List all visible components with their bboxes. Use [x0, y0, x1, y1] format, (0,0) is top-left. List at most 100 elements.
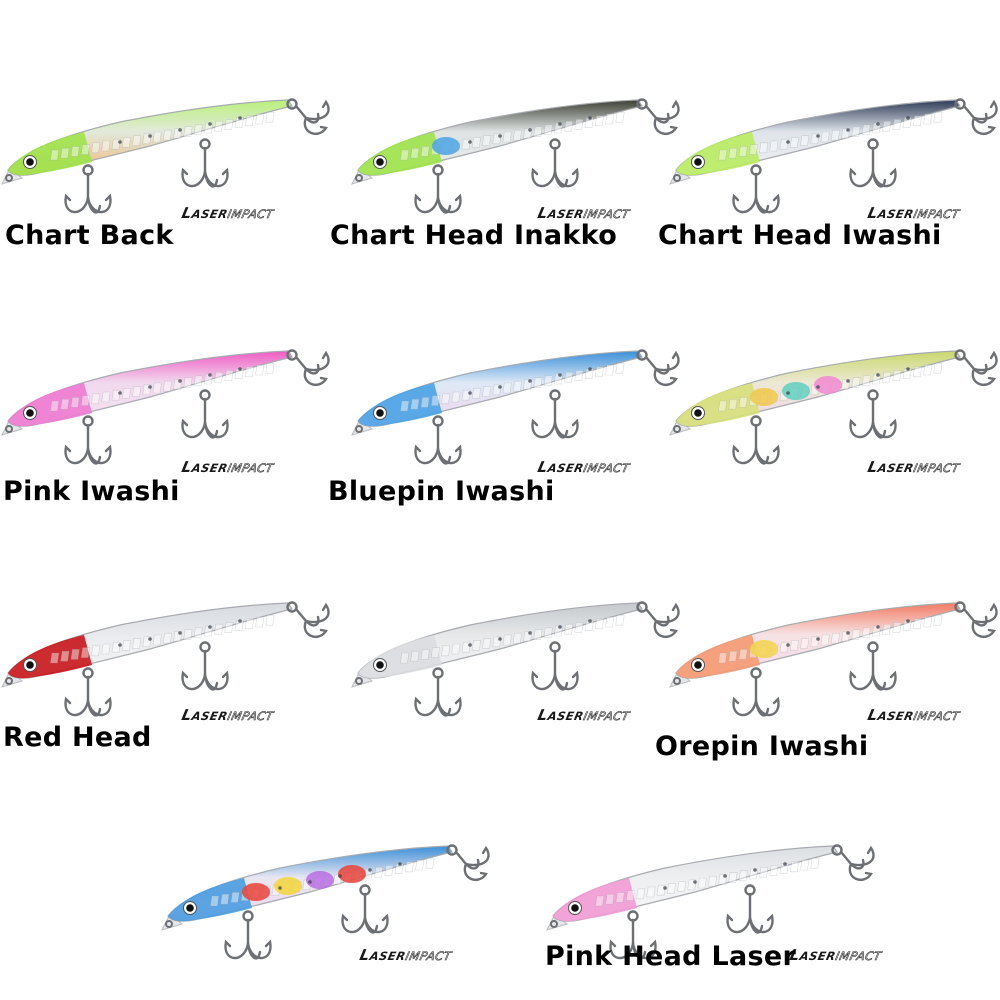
- laser-scale: [923, 113, 933, 125]
- lure-pink-iwashi: [1, 349, 330, 465]
- lateral-dot: [308, 880, 312, 884]
- lure-head: [168, 878, 252, 922]
- lateral-dot: [238, 116, 242, 120]
- tail-hook-icon: [954, 349, 998, 386]
- laser-scale: [255, 616, 265, 628]
- laser-scale: [533, 126, 543, 137]
- laser-scale: [152, 634, 162, 646]
- laser-scale: [769, 865, 779, 876]
- lateral-dot: [468, 391, 472, 395]
- laser-scale: [861, 124, 871, 136]
- tail-hook-icon: [954, 601, 998, 638]
- laser-scale: [183, 126, 193, 137]
- laser-scale: [183, 629, 193, 640]
- lure-head: [676, 383, 760, 427]
- lateral-dot: [118, 391, 122, 395]
- line-eye-icon: [673, 174, 681, 182]
- laser-scale: [800, 638, 810, 649]
- brand-logo: LASERIMPACT: [866, 706, 961, 724]
- lateral-dot: [238, 367, 242, 371]
- laser-scale: [265, 111, 275, 123]
- laser-scale: [738, 870, 748, 882]
- laser-scale: [162, 129, 172, 141]
- laser-scale: [193, 627, 203, 639]
- laser-scale: [451, 391, 461, 403]
- lure-head: [358, 132, 442, 176]
- treble-hook-icon: [531, 641, 579, 691]
- lateral-dot: [178, 379, 182, 383]
- treble-hook-icon: [726, 884, 774, 934]
- lateral-dot: [876, 625, 880, 629]
- laser-scale: [101, 140, 111, 152]
- laser-scale: [605, 113, 615, 125]
- laser-scale: [738, 397, 748, 408]
- laser-scale: [759, 142, 769, 154]
- laser-scale: [152, 382, 162, 394]
- laser-scale: [101, 643, 111, 655]
- laser-scale: [91, 142, 101, 154]
- laser-scale: [162, 380, 172, 392]
- treble-hook-icon: [849, 138, 897, 188]
- laser-scale: [830, 632, 840, 644]
- laser-scale: [224, 370, 234, 381]
- laser-scale: [625, 890, 635, 901]
- tail-hook-icon: [286, 601, 330, 638]
- laser-scale: [677, 881, 687, 892]
- laser-scale: [512, 632, 522, 644]
- laser-scale: [738, 649, 748, 660]
- lure-head: [553, 878, 637, 922]
- laser-scale: [255, 364, 265, 376]
- laser-scale: [533, 377, 543, 388]
- laser-scale: [410, 398, 420, 410]
- treble-hook-icon: [531, 389, 579, 439]
- tail-hook-icon: [446, 844, 490, 881]
- laser-scale: [244, 618, 254, 630]
- tail-hook-icon: [636, 601, 680, 638]
- laser-scale: [70, 146, 80, 157]
- lure-name-label: Pink Head Laser: [545, 941, 797, 972]
- laser-scale: [430, 395, 440, 406]
- laser-scale: [80, 647, 90, 658]
- laser-scale: [255, 113, 265, 125]
- laser-scale: [132, 135, 142, 146]
- lateral-dot: [468, 140, 472, 144]
- lateral-dot: [876, 373, 880, 377]
- brand-logo: LASERIMPACT: [536, 706, 631, 724]
- lateral-dot: [468, 643, 472, 647]
- lure-chart-rainbow: [669, 349, 998, 465]
- laser-scale: [789, 640, 799, 651]
- laser-scale: [404, 861, 414, 873]
- laser-scale: [91, 645, 101, 657]
- laser-scale: [543, 627, 553, 639]
- laser-scale: [605, 893, 615, 905]
- laser-scale: [933, 614, 943, 626]
- lateral-dot: [786, 643, 790, 647]
- laser-scale: [564, 623, 574, 635]
- lure-head: [358, 635, 442, 679]
- laser-scale: [595, 895, 605, 907]
- lure-name-label: Bluepin Iwashi: [328, 476, 555, 507]
- pupil: [26, 661, 34, 669]
- laser-scale: [830, 129, 840, 141]
- laser-scale: [471, 640, 481, 651]
- laser-scale: [800, 135, 810, 146]
- brand-logo: LASERIMPACT: [180, 458, 275, 476]
- treble-hook-icon: [609, 910, 657, 960]
- laser-scale: [512, 380, 522, 392]
- pupil: [694, 158, 702, 166]
- brand-logo: LASERIMPACT: [358, 946, 453, 964]
- laser-scale: [50, 149, 60, 161]
- line-eye-icon: [673, 425, 681, 433]
- laser-scale: [121, 640, 131, 651]
- laser-scale: [482, 386, 492, 397]
- treble-hook-icon: [181, 389, 229, 439]
- laser-scale: [430, 647, 440, 658]
- lateral-dot: [816, 385, 820, 389]
- laser-scale: [420, 146, 430, 157]
- lateral-dot: [693, 880, 697, 884]
- treble-hook-icon: [531, 138, 579, 188]
- treble-hook-icon: [732, 667, 780, 717]
- laser-scale: [851, 377, 861, 388]
- pupil: [571, 904, 579, 912]
- tail-hook-icon: [954, 98, 998, 135]
